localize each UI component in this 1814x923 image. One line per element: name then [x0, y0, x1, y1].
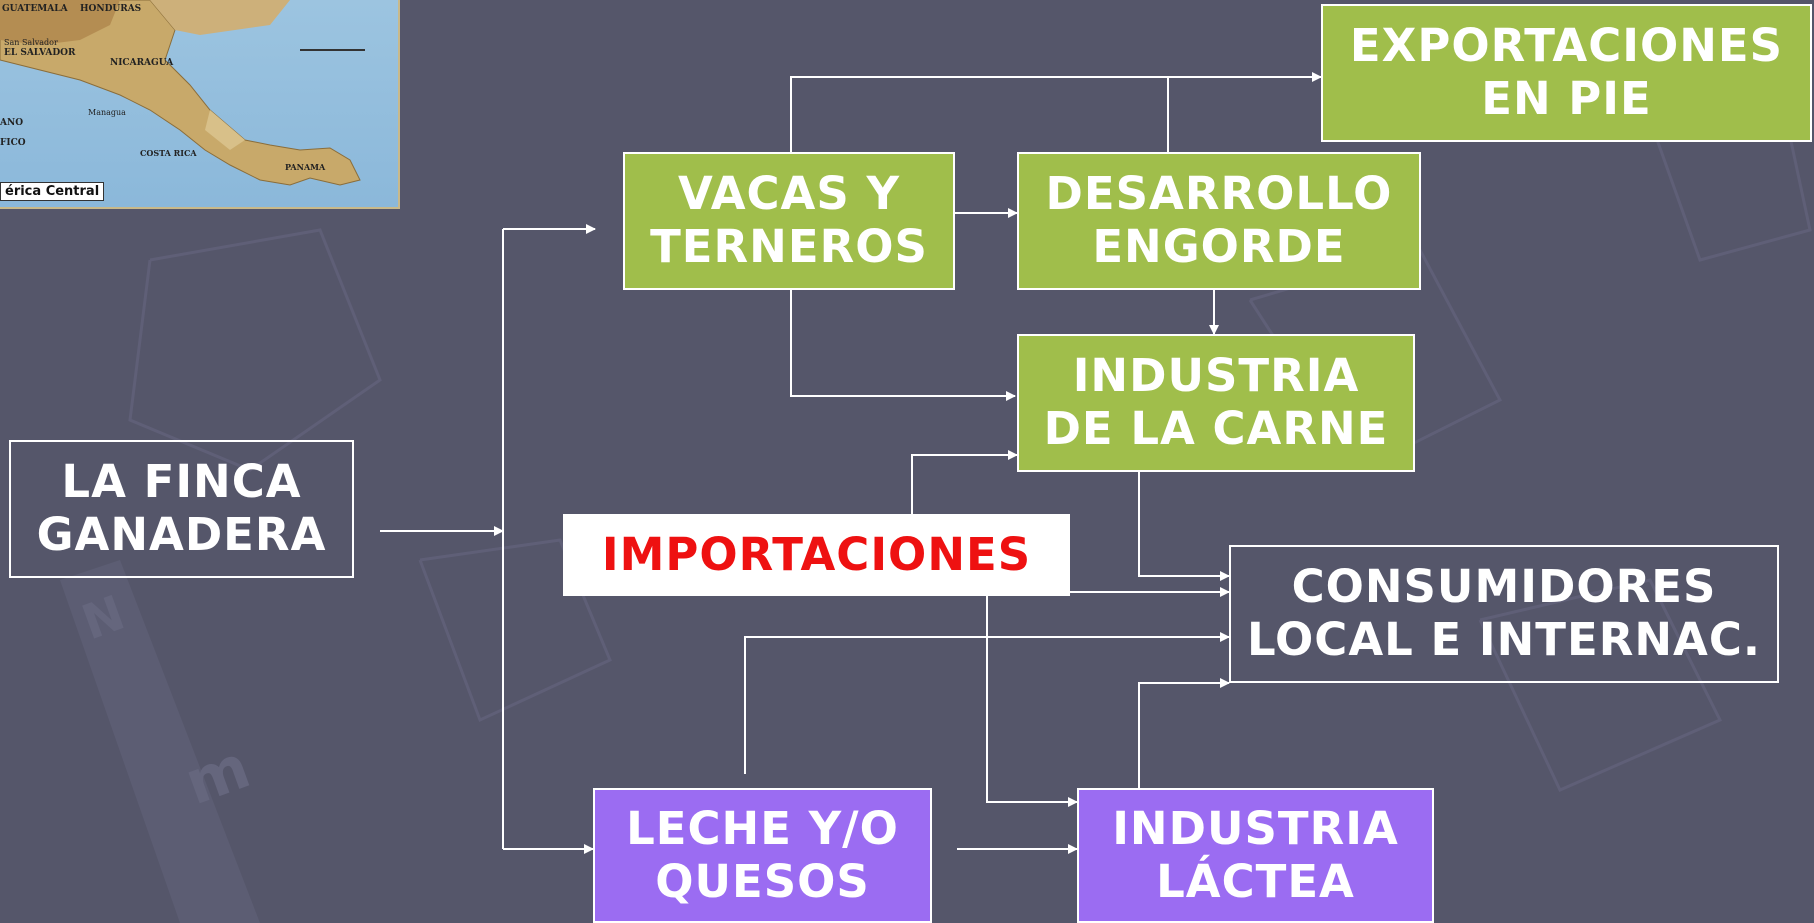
map-label: San Salvador: [4, 38, 58, 47]
map-label: Managua: [88, 108, 126, 117]
node-industria-lactea: INDUSTRIA LÁCTEA: [1077, 788, 1434, 923]
map-label: ANO: [0, 118, 24, 128]
node-finca-ganadera: LA FINCA GANADERA: [9, 440, 354, 578]
arrow-leche-consumidores: [744, 632, 1230, 774]
map-label: HONDURAS: [80, 4, 142, 14]
node-vacas-terneros: VACAS Y TERNEROS: [623, 152, 955, 290]
arrow-carne-consumidores: [1138, 472, 1230, 581]
arrow-lactea-consumidores: [1138, 678, 1230, 788]
map-caption: érica Central: [0, 182, 105, 201]
map-label: PANAMA: [285, 162, 326, 172]
node-industria-carne: INDUSTRIA DE LA CARNE: [1017, 334, 1415, 472]
arrow-import-lactea: [986, 596, 1078, 807]
map-label: COSTA RICA: [140, 148, 197, 158]
node-leche-quesos: LECHE Y/O QUESOS: [593, 788, 932, 923]
node-exportaciones-en-pie: EXPORTACIONES EN PIE: [1321, 4, 1812, 142]
node-desarrollo-engorde: DESARROLLO ENGORDE: [1017, 152, 1421, 290]
map-label: FICO: [0, 138, 26, 148]
arrow-vacas-carne: [790, 290, 1016, 401]
central-america-map: GUATEMALA HONDURAS San Salvador EL SALVA…: [0, 0, 400, 209]
map-label: EL SALVADOR: [4, 48, 76, 58]
map-label: NICARAGUA: [110, 58, 174, 68]
arrow-to-exportaciones: [790, 72, 1322, 152]
node-consumidores: CONSUMIDORES LOCAL E INTERNAC.: [1229, 545, 1779, 683]
node-importaciones: IMPORTACIONES: [563, 514, 1070, 596]
arrow-import-carne: [911, 450, 1018, 514]
map-label: GUATEMALA: [2, 4, 68, 14]
